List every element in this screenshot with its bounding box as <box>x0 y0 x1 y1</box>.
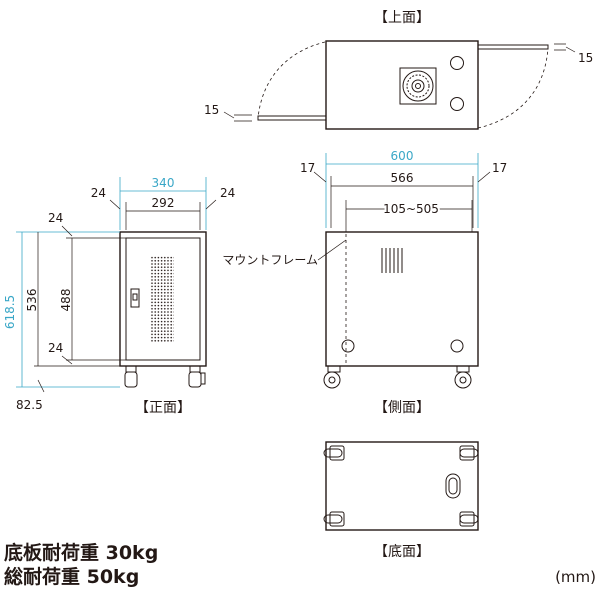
side-vent-slots <box>381 248 403 273</box>
side-view-title: 【側面】 <box>374 400 430 416</box>
dim-left-leader <box>223 111 235 119</box>
side-hole-left <box>341 339 355 353</box>
top-view-title: 【上面】 <box>374 10 430 26</box>
side-casters <box>323 365 472 389</box>
door-left-open <box>257 115 327 121</box>
side-depth-inner: 566 <box>391 171 414 185</box>
front-top-offset: 24 <box>48 211 63 225</box>
dim-mount-range <box>345 200 473 232</box>
mount-frame-label: マウントフレーム <box>222 253 318 267</box>
door-swing-left <box>257 41 326 119</box>
bottom-body <box>325 441 479 531</box>
top-dim-left: 15 <box>204 103 219 117</box>
door-right-open <box>477 44 549 50</box>
side-hole-right <box>450 339 464 353</box>
cable-hole-bottom <box>450 97 464 111</box>
dim-depth-inner <box>330 176 474 228</box>
front-caster-height: 82.5 <box>16 398 43 412</box>
spec-total-load: 総耐荷重 50kg <box>4 565 139 588</box>
door-swing-right <box>477 47 549 129</box>
front-height-body: 536 <box>25 289 39 312</box>
dim-width-inner <box>125 202 201 230</box>
bottom-hole-inner <box>448 477 458 495</box>
dim-side-leaders <box>109 199 217 210</box>
front-bottom-offset: 24 <box>48 341 63 355</box>
front-view-title: 【正面】 <box>135 400 191 416</box>
front-view: 340 292 24 24 618.5 536 <box>3 176 235 416</box>
cable-hole-top <box>450 56 464 70</box>
front-width-inner: 292 <box>152 196 175 210</box>
dim-width-overall <box>119 177 207 230</box>
bottom-offset-leader <box>61 355 73 365</box>
top-view: 【上面】 15 15 <box>204 10 593 130</box>
side-mount-range: 105~505 <box>383 202 439 216</box>
unit-label: (mm) <box>555 568 596 586</box>
dim-height-inner <box>66 237 126 361</box>
front-side-left: 24 <box>91 186 106 200</box>
side-depth-overall: 600 <box>391 149 414 163</box>
top-dim-right: 15 <box>578 51 593 65</box>
vent-dots <box>150 256 174 342</box>
bottom-view-title: 【底面】 <box>374 544 430 560</box>
bottom-view: 【底面】 <box>323 441 479 560</box>
caster-leader <box>37 379 45 393</box>
side-offset-leaders <box>313 171 491 183</box>
front-casters <box>124 365 206 388</box>
dim-height-body <box>34 232 120 367</box>
side-left-offset: 17 <box>300 161 315 175</box>
side-view: 600 566 17 17 105~505 マウントフレーム <box>222 149 507 416</box>
dim-depth-overall <box>325 153 479 228</box>
bottom-casters <box>323 445 479 527</box>
dim-right-lines <box>554 43 566 51</box>
lock-icon <box>132 293 138 301</box>
front-door <box>125 237 201 361</box>
dim-right-leader <box>565 46 576 53</box>
fan-icon <box>399 67 437 105</box>
dim-left-lines <box>234 114 252 122</box>
mount-label-leader <box>317 239 347 261</box>
top-body <box>325 40 479 130</box>
front-height-inner: 488 <box>59 289 73 312</box>
front-width-overall: 340 <box>152 176 175 190</box>
front-height-overall: 618.5 <box>3 295 17 329</box>
top-offset-leader <box>61 225 73 237</box>
front-side-right: 24 <box>220 186 235 200</box>
spec-shelf-load: 底板耐荷重 30kg <box>4 541 158 564</box>
bottom-hole <box>445 473 461 499</box>
side-right-offset: 17 <box>492 161 507 175</box>
door-handle-icon <box>130 288 140 308</box>
